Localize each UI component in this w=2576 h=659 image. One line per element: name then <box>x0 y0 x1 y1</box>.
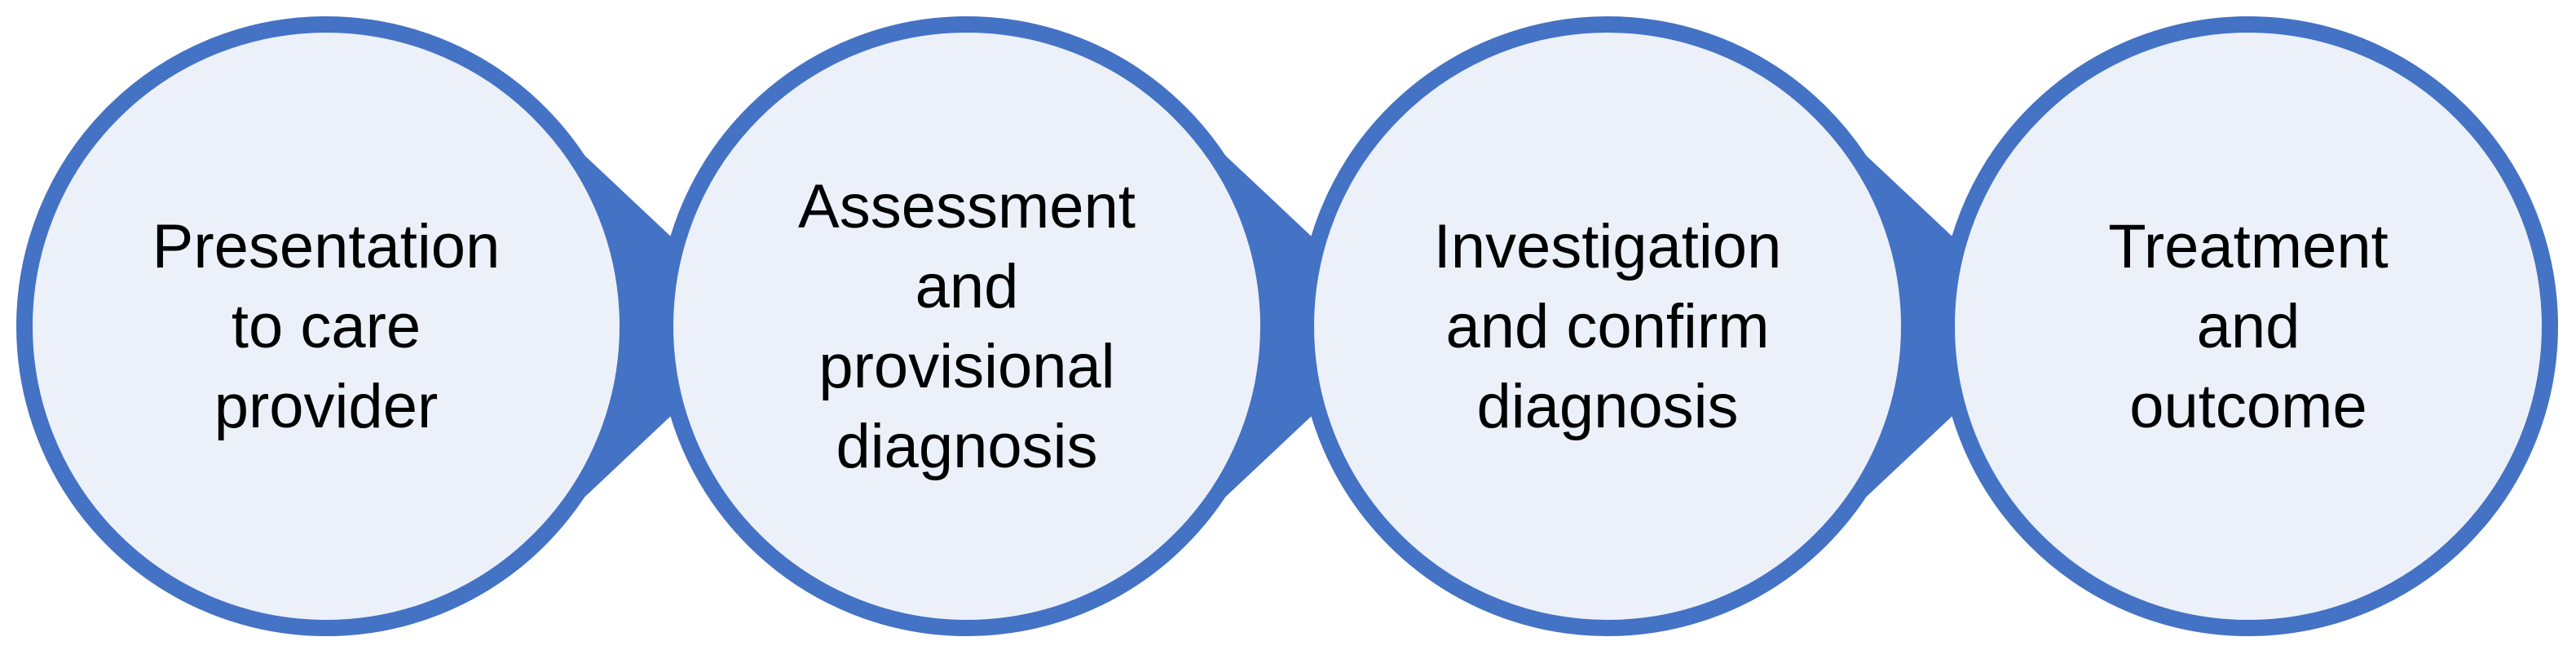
step-label-line: provisional <box>818 332 1114 401</box>
step-label-line: Assessment <box>798 172 1136 241</box>
step-circles <box>16 16 2558 636</box>
step-label-line: diagnosis <box>1476 372 1738 441</box>
step-label-4: Treatment and outcome <box>2108 212 2389 441</box>
step-label-line: Presentation <box>152 212 501 281</box>
step-label-line: and <box>2197 292 2300 361</box>
step-label-line: to care <box>232 292 421 361</box>
step-circle-1 <box>16 16 636 636</box>
step-label-line: outcome <box>2129 372 2367 441</box>
step-label-1: Presentation to care provider <box>152 212 501 441</box>
step-label-line: and <box>915 252 1019 321</box>
step-label-3: Investigation and confirm diagnosis <box>1434 212 1782 441</box>
step-label-line: Investigation <box>1434 212 1782 281</box>
step-labels: Presentation to care provider Assessment and… <box>152 172 2389 481</box>
step-label-line: provider <box>214 372 439 441</box>
step-label-line: Treatment <box>2108 212 2389 281</box>
step-circle-3 <box>1298 16 1917 636</box>
step-label-line: diagnosis <box>836 412 1097 481</box>
step-circle-2 <box>657 16 1277 636</box>
step-circle-4 <box>1939 16 2558 636</box>
step-label-line: and confirm <box>1445 292 1769 361</box>
step-label-2: Assessment and provisional diagnosis <box>798 172 1136 481</box>
